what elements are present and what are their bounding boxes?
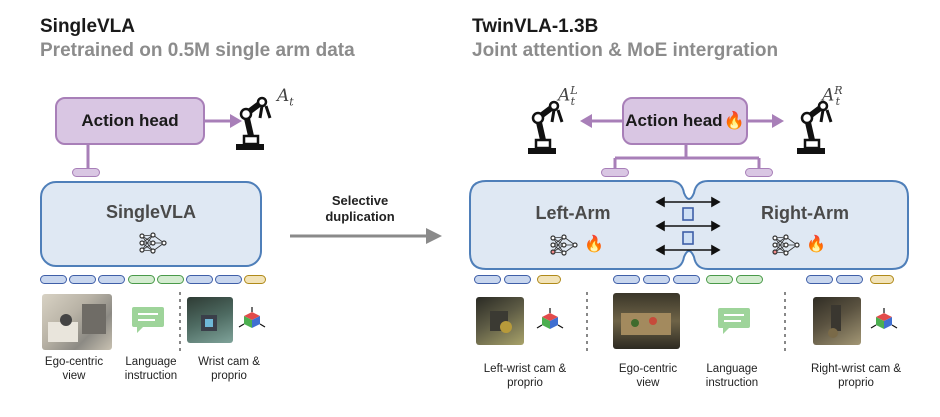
- neural-net-icon: [139, 232, 167, 254]
- token-pill: [537, 275, 561, 284]
- joint-attention-arrows: [655, 196, 721, 256]
- token-pill: [474, 275, 501, 284]
- right-head-connector-pill-right: [745, 168, 773, 177]
- at-right-label: ARt: [822, 84, 843, 109]
- right-action-head: Action head🔥: [622, 97, 748, 145]
- token-pill: [870, 275, 894, 284]
- axes-cube-icon: [536, 308, 564, 329]
- token-pill: [836, 275, 863, 284]
- chat-bubble-icon: [718, 308, 750, 334]
- left-action-head-label: Action head: [81, 111, 179, 130]
- right-subtitle: Joint attention & MoE intergration: [472, 40, 779, 61]
- token-pill: [244, 275, 266, 284]
- at-left-label: ALt: [558, 84, 578, 109]
- token-pill: [736, 275, 763, 284]
- robot-arm-icon: [528, 100, 564, 154]
- token-pill: [128, 275, 155, 284]
- token-pill: [504, 275, 531, 284]
- robot-arm-icon: [797, 100, 833, 154]
- duplication-arrow: [290, 228, 442, 244]
- left-at-label: At: [277, 86, 294, 109]
- separator-dots: [179, 292, 181, 354]
- left-arm-label: Left-Arm: [535, 203, 611, 223]
- token-pill: [157, 275, 184, 284]
- right-head-connector-pill-left: [601, 168, 629, 177]
- robot-arm-icon: [236, 96, 272, 150]
- token-pill: [186, 275, 213, 284]
- token-pill: [215, 275, 242, 284]
- wrist-cam-image: [187, 297, 233, 343]
- caption-language: Language instruction: [705, 363, 759, 389]
- token-pill: [40, 275, 67, 284]
- token-pill: [706, 275, 733, 284]
- right-arm-label: Right-Arm: [761, 203, 849, 223]
- left-title: SingleVLA: [40, 16, 136, 37]
- ego-centric-image: [613, 293, 680, 349]
- separator-dots: [784, 292, 786, 354]
- singlevla-box: [40, 181, 262, 267]
- caption-left-wrist: Left-wrist cam & proprio: [483, 363, 567, 389]
- left-head-connector-pill: [72, 168, 100, 177]
- singlevla-label: SingleVLA: [105, 202, 196, 222]
- left-action-head: Action head: [55, 97, 205, 145]
- selective-duplication-label: Selective duplication: [325, 193, 395, 224]
- caption-ego-view: Ego-centric view: [44, 356, 104, 382]
- ego-centric-image: [42, 294, 112, 350]
- axes-cube-icon: [238, 307, 266, 328]
- token-pill: [98, 275, 125, 284]
- axes-cube-icon: [870, 308, 898, 329]
- token-pill: [613, 275, 640, 284]
- caption-right-wrist: Right-wrist cam & proprio: [810, 363, 902, 389]
- fire-icon: 🔥: [584, 236, 604, 253]
- separator-dots: [586, 292, 588, 354]
- token-pill: [673, 275, 700, 284]
- fire-icon: 🔥: [723, 111, 745, 130]
- token-pill: [69, 275, 96, 284]
- right-title: TwinVLA-1.3B: [472, 16, 599, 37]
- token-pill: [806, 275, 833, 284]
- left-wrist-image: [476, 297, 524, 345]
- neural-net-icon: [772, 234, 800, 256]
- fire-icon: 🔥: [806, 236, 826, 253]
- right-wrist-image: [813, 297, 861, 345]
- chat-bubble-icon: [132, 307, 164, 333]
- token-pill: [643, 275, 670, 284]
- caption-wrist: Wrist cam & proprio: [198, 356, 260, 382]
- caption-language: Language instruction: [124, 356, 178, 382]
- caption-ego-view: Ego-centric view: [618, 363, 678, 389]
- left-subtitle: Pretrained on 0.5M single arm data: [40, 40, 355, 61]
- neural-net-icon: [550, 234, 578, 256]
- right-action-head-label: Action head: [625, 111, 723, 130]
